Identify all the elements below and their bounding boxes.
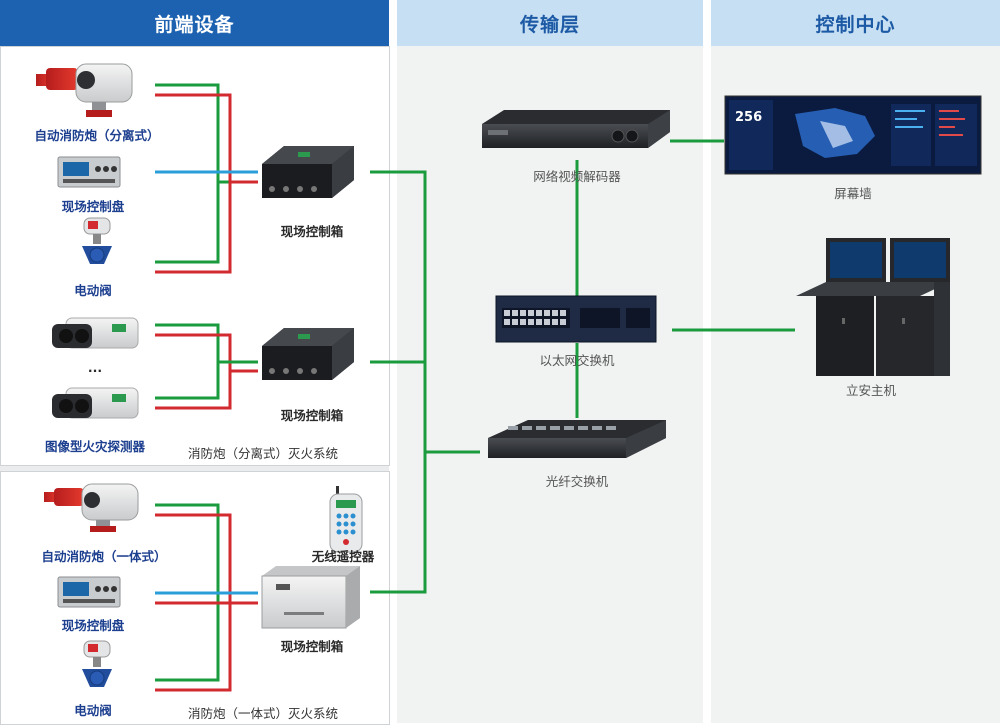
label-field-control-box-2: 现场控制箱 — [280, 408, 344, 423]
control-panel-device — [57, 576, 121, 608]
connection-lines — [155, 83, 795, 692]
field-control-box-device — [262, 146, 354, 198]
label-field-control-box-1: 现场控制箱 — [280, 224, 344, 239]
field-control-box-device — [261, 566, 360, 629]
label-control-panel-1: 现场控制盘 — [61, 199, 125, 214]
electric-valve-device — [82, 217, 112, 264]
label-split-system: 消防炮（分离式）灭火系统 — [188, 446, 339, 461]
label-screen-wall: 屏幕墙 — [834, 186, 872, 201]
label-integrated-system: 消防炮（一体式）灭火系统 — [188, 706, 339, 721]
label-network-video-decoder: 网络视频解码器 — [533, 169, 621, 184]
header-control-center: 控制中心 — [711, 0, 1000, 46]
label-electric-valve-2: 电动阀 — [74, 703, 112, 718]
label-fire-cannon-split: 自动消防炮（分离式） — [34, 128, 160, 143]
image-fire-detector-device — [52, 387, 139, 419]
ethernet-switch-device — [495, 295, 657, 343]
label-fiber-switch: 光纤交换机 — [545, 474, 609, 489]
network-video-decoder-device — [482, 110, 670, 148]
label-console-host: 立安主机 — [845, 383, 897, 398]
label-ethernet-switch: 以太网交换机 — [539, 353, 615, 368]
fiber-switch-device — [488, 420, 666, 458]
console-host-device — [796, 238, 950, 376]
header-transmission: 传输层 — [397, 0, 703, 46]
label-control-panel-2: 现场控制盘 — [61, 618, 125, 633]
screen-wall-number: 256 — [735, 110, 763, 125]
image-fire-detector-device — [52, 317, 139, 349]
fire-cannon-split-device — [36, 63, 133, 117]
header-front-end: 前端设备 — [0, 0, 389, 46]
label-wireless-remote: 无线遥控器 — [311, 549, 375, 564]
field-control-box-device — [262, 328, 354, 380]
wireless-remote-device — [329, 486, 363, 553]
transmission-column-bg — [397, 46, 703, 723]
fire-cannon-integrated-device — [44, 483, 139, 532]
label-fire-cannon-integrated: 自动消防炮（一体式） — [41, 549, 167, 564]
control-panel-device — [57, 156, 121, 188]
electric-valve-device — [82, 640, 112, 687]
screen-wall-device — [724, 95, 982, 175]
label-image-fire-detector: 图像型火灾探测器 — [44, 439, 146, 454]
link-box1-backbone — [370, 170, 427, 594]
label-field-control-box-3: 现场控制箱 — [280, 639, 344, 654]
label-electric-valve-1: 电动阀 — [74, 283, 112, 298]
detector-ellipsis: ... — [87, 360, 103, 375]
